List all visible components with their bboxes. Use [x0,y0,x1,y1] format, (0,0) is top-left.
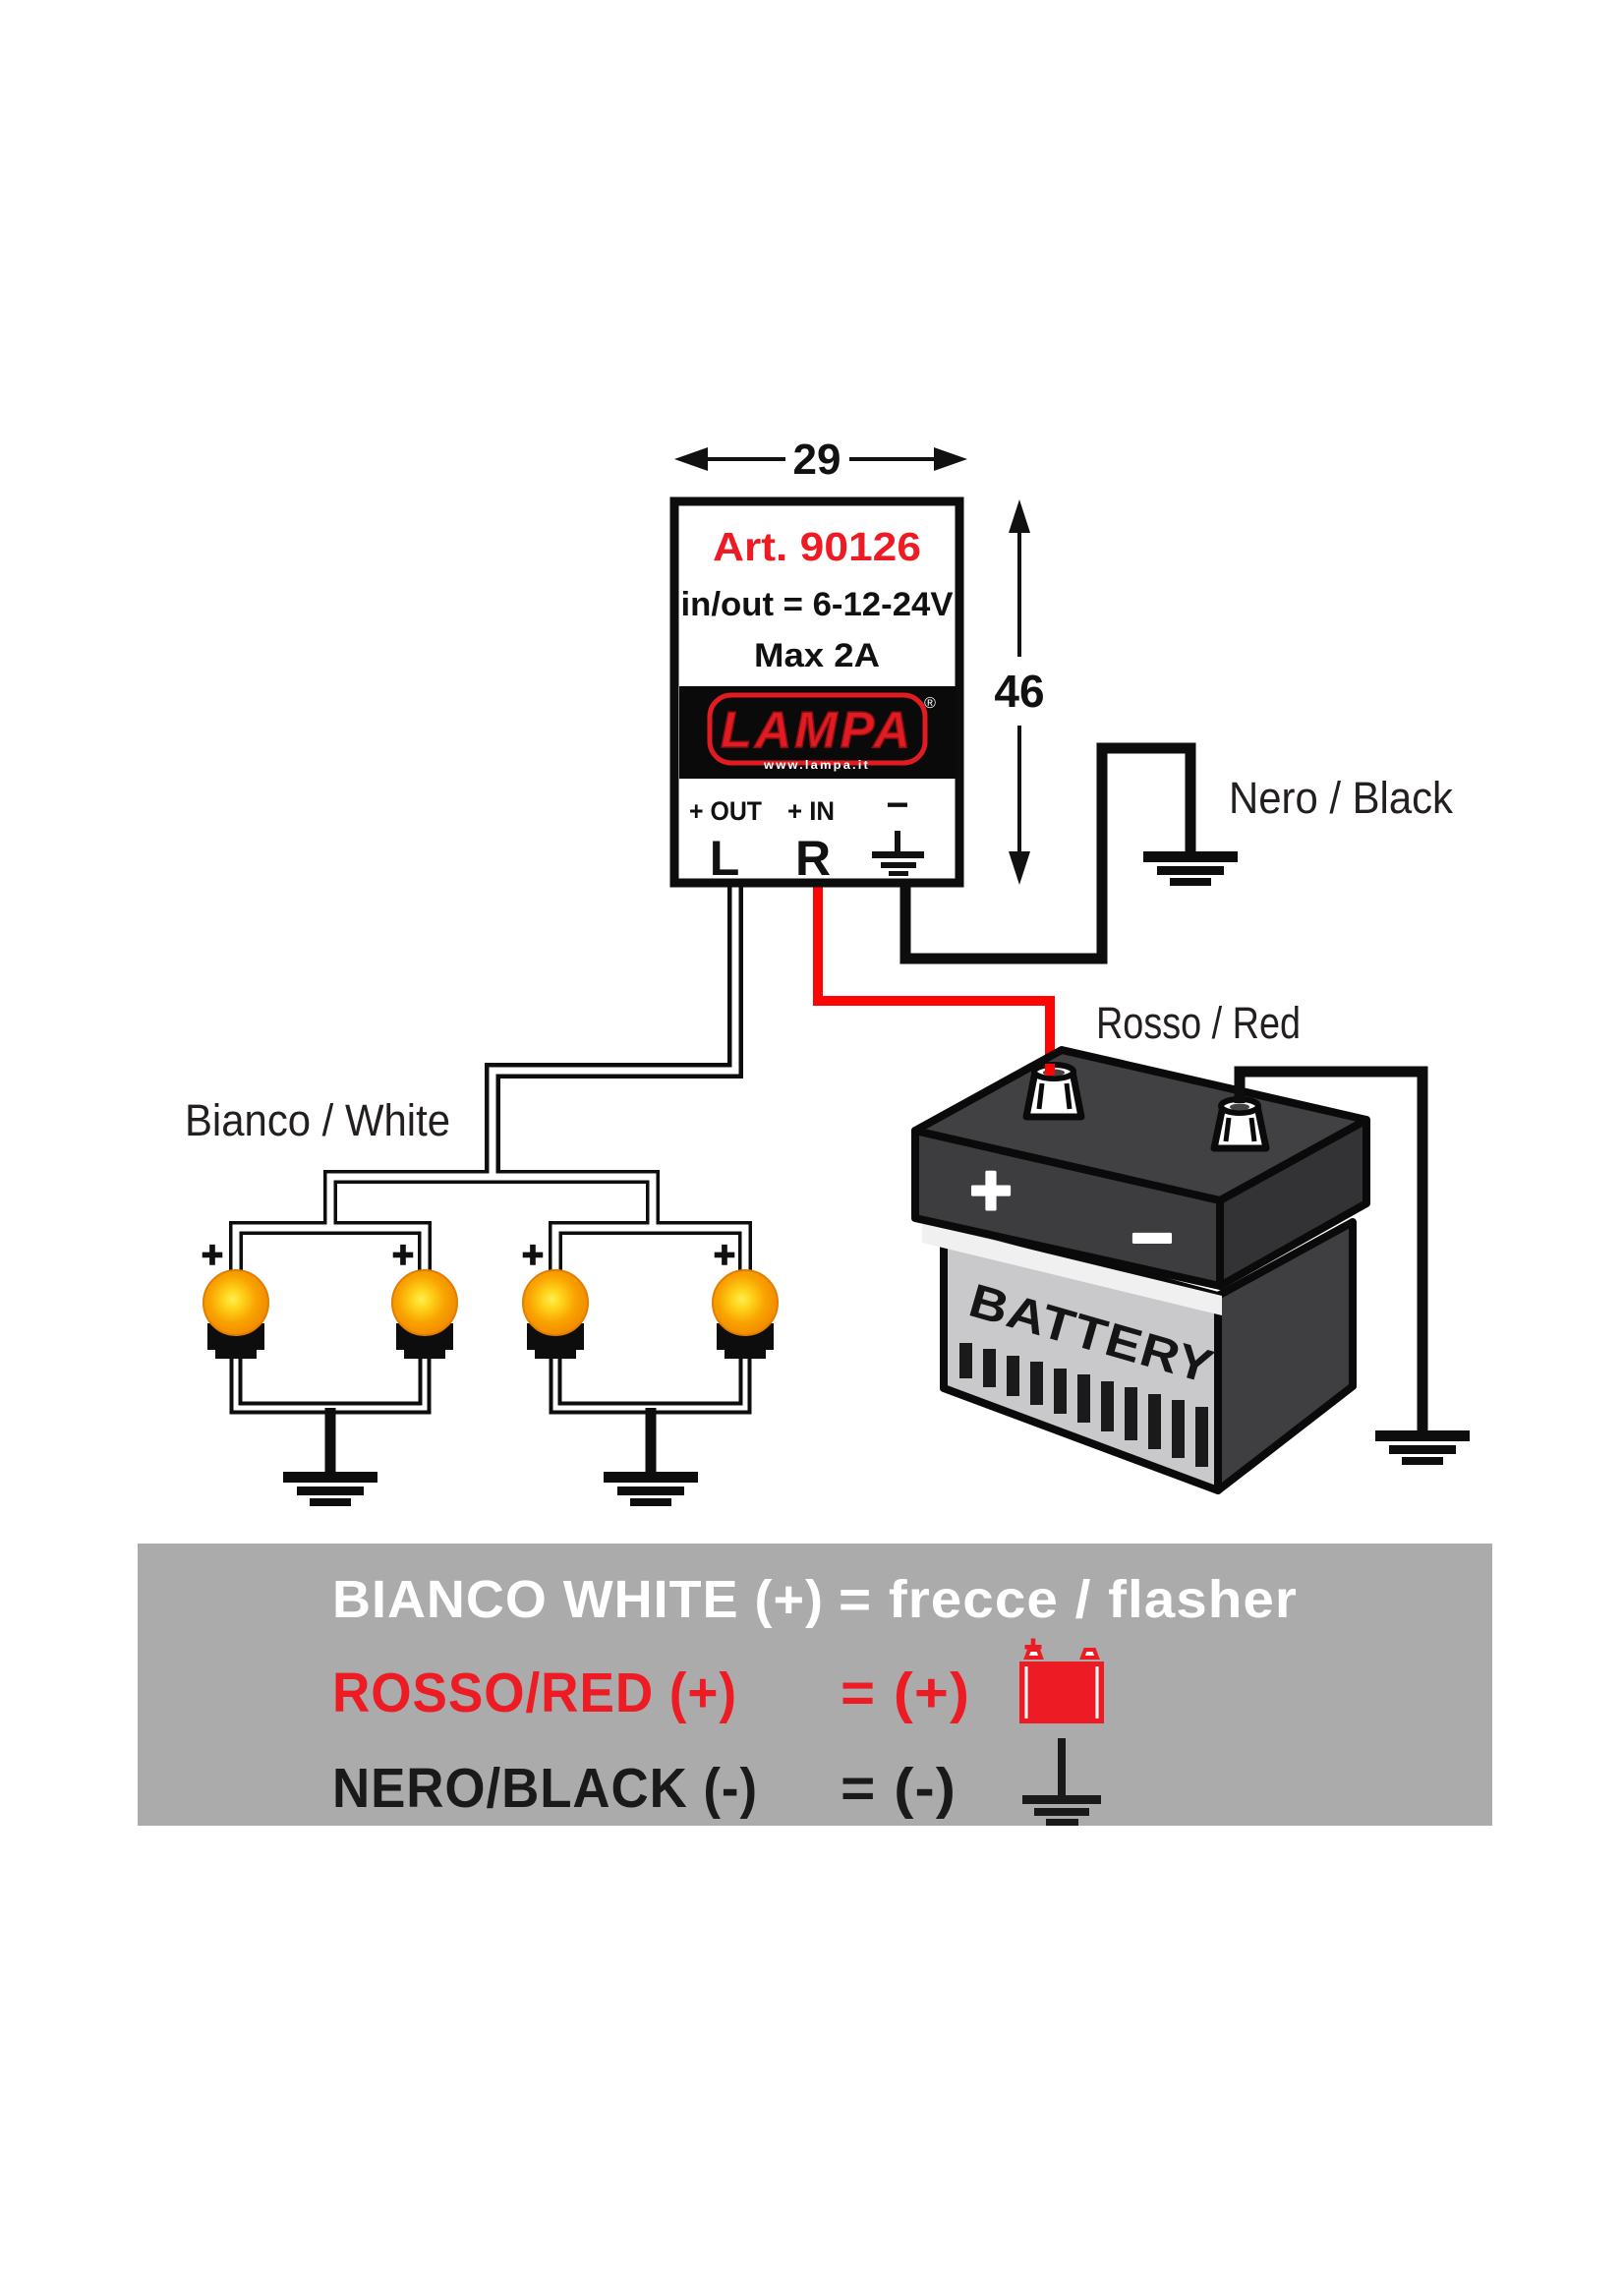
amber-bulb-icon [391,1269,458,1336]
battery-vent-bars [959,1343,1208,1467]
legend-row-red-label: ROSSO/RED (+) [332,1662,737,1724]
red-wire [813,887,1055,1076]
amber-bulb-icon [203,1269,269,1336]
legend-row-white-value: = frecce / flasher [839,1570,1298,1629]
ground-minus-icon [1022,1738,1101,1826]
height-dimension-label: 46 [994,666,1044,717]
amber-bulb-icon [522,1269,589,1336]
battery-highlight [922,1223,1222,1315]
width-dimension-arrow: 29 [674,436,967,484]
relay-module: Art. 90126 in/out = 6-12-24V Max 2A LAMP… [669,496,964,888]
ground-symbol-left-icon [283,1472,377,1506]
lamp-plus-label: + [522,1235,544,1276]
battery-plus-label: + [969,1149,1012,1231]
lampa-logo-text: LAMPA [721,702,913,759]
legend-panel: BIANCO WHITE (+) = frecce / flasher ROSS… [138,1544,1492,1826]
flasher-lamps: + + + + [201,1234,779,1359]
battery-plus-icon: + [1019,1629,1104,1723]
lamp-pair-grounds [283,1408,698,1506]
battery-post-negative-icon [1210,1096,1270,1152]
battery-minus-label: − [1131,1196,1173,1278]
lamp-plus-label: + [202,1235,223,1276]
relay-current-spec: Max 2A [754,637,880,674]
terminal-out-label: + OUT [689,796,762,826]
lamp-sockets [207,1323,774,1359]
red-wire-label: Rosso / Red [1096,998,1301,1048]
lamp-plus-label: + [714,1235,735,1276]
lampa-logo-outline-icon [707,692,928,766]
terminal-ground-icon [872,831,924,876]
arrowhead-up-icon [1009,499,1030,533]
black-wire-relay-to-ground [899,742,1196,964]
legend-row-red-value: = (+) [841,1662,970,1724]
white-wire-runs [229,885,752,1415]
terminal-in-label: + IN [787,796,835,826]
legend-row-white-label: BIANCO WHITE (+) [332,1570,824,1629]
battery: + − BATTERY [911,1046,1370,1494]
relay-voltage-spec: in/out = 6-12-24V [681,586,954,623]
ground-symbol-nero-icon [1143,851,1238,886]
terminal-left-label: L [710,831,740,886]
amber-bulb-icon [712,1269,779,1336]
legend-background [138,1544,1492,1826]
legend-row-black-value: = (-) [841,1757,957,1820]
height-dimension-arrow: 46 [994,499,1045,885]
width-dimension-label: 29 [793,436,841,484]
black-wire-battery-to-ground [1234,1066,1428,1431]
black-wire-label: Nero / Black [1229,773,1453,823]
white-wire-label: Bianco / White [185,1095,450,1145]
arrowhead-left-icon [674,447,708,471]
arrowhead-down-icon [1009,851,1030,885]
ground-symbol-battery-icon [1375,1430,1470,1465]
lamp-plus-label: + [392,1235,414,1276]
lampa-url: www.lampa.it [763,758,870,772]
terminal-right-label: R [795,831,831,886]
battery-post-positive-icon [1022,1062,1085,1121]
registered-mark: ® [924,695,936,712]
relay-article-number: Art. 90126 [713,524,921,569]
arrowhead-right-icon [934,447,967,471]
ground-symbol-right-icon [604,1472,698,1506]
battery-side-face [1214,1218,1357,1494]
legend-row-black-label: NERO/BLACK (-) [332,1757,758,1820]
battery-lid-top [911,1046,1370,1204]
terminal-minus-label: − [886,784,908,827]
